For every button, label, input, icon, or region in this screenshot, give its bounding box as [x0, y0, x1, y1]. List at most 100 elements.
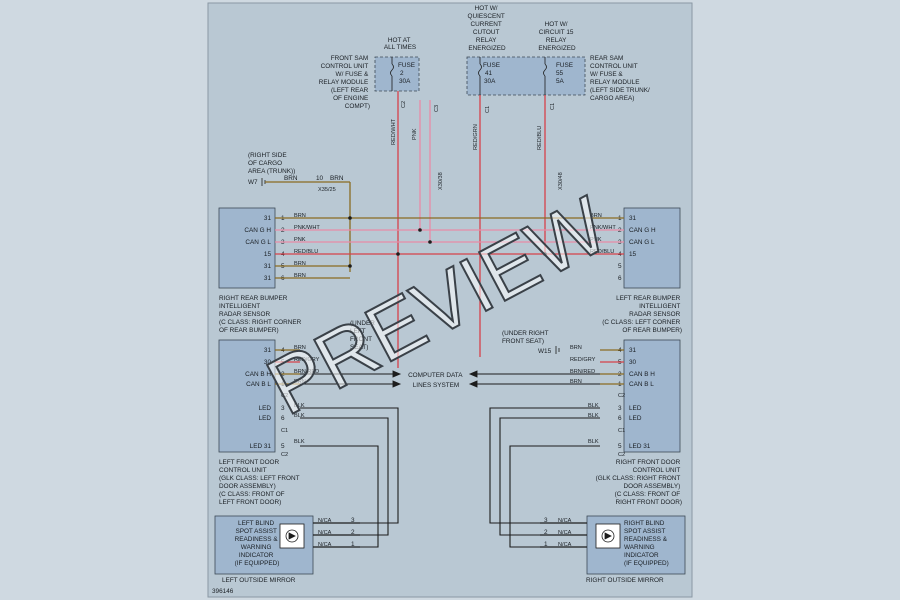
hot-at-all-times-label: HOT AT ALL TIMES — [384, 37, 416, 51]
ground-w15-name: W15 — [538, 348, 552, 355]
ld-pins-led31-wire-label: BLK — [294, 439, 305, 445]
rr-pin-wire-label: BRN — [294, 261, 306, 267]
right-mirror-caption: RIGHT OUTSIDE MIRROR — [586, 577, 664, 584]
ld-pins-name: 30 — [264, 359, 272, 366]
lm-pins-number: 3 — [351, 517, 355, 524]
rr-pin-wire-label: BRN — [294, 213, 306, 219]
ld-pins-wire-label: RED/GRY — [294, 357, 320, 363]
ground-w7-wire2: BRN — [330, 175, 344, 182]
rd-pins-led-number: 3 — [618, 405, 622, 412]
wire-label-red-grn: RED/GRN — [473, 124, 479, 150]
ld-pins-wire-label: BRN/RED — [294, 369, 319, 375]
lm-pins-wire-label: N/CA — [318, 530, 332, 536]
rr-pin-name: CAN G H — [244, 227, 271, 234]
rear-sam-label: REAR SAM CONTROL UNIT W/ FUSE & RELAY MO… — [590, 55, 652, 102]
rm-pins-number: 1 — [544, 541, 548, 548]
lr-pin-name: 31 — [629, 215, 637, 222]
ld-pins-led-number: 6 — [281, 415, 285, 422]
left-mirror-caption: LEFT OUTSIDE MIRROR — [222, 577, 296, 584]
ld-pins-led-name: LED — [259, 415, 272, 422]
lm-pins-wire-label: N/CA — [318, 542, 332, 548]
ld-pins-wire-label: BRN — [294, 345, 306, 351]
wire-label-red-wht: RED/WHT — [391, 118, 397, 145]
rd-pins-led31-name: LED 31 — [629, 443, 651, 450]
rear-sam-fuse41-label: FUSE 41 30A — [483, 62, 502, 85]
left-led-wires — [300, 407, 399, 548]
front-sam-label: FRONT SAM CONTROL UNIT W/ FUSE & RELAY M… — [319, 55, 370, 110]
rr-pin-wire-label: BRN — [294, 273, 306, 279]
ld-pins-led-name: LED — [259, 405, 272, 412]
front-sam-fuse-icon — [390, 57, 394, 91]
hot-circuit15-label: HOT W/ CIRCUIT 15 RELAY ENERGIZED — [538, 21, 576, 52]
rd-pins-led-number: 6 — [618, 415, 622, 422]
ld-pins-c2: C2 — [281, 393, 288, 399]
rd-pins-led31-wire-label: BLK — [588, 439, 599, 445]
rm-pins-wire-label: N/CA — [558, 518, 572, 524]
lr-pin-name: 15 — [629, 251, 637, 258]
rd-pins-c2b: C2 — [618, 452, 625, 458]
rm-pins-number: 3 — [544, 517, 548, 524]
right-door-box — [623, 339, 681, 453]
diagram-paper — [207, 2, 693, 598]
rr-pin-name: 31 — [264, 275, 272, 282]
rr-pin-name: 31 — [264, 263, 272, 270]
left-mirror-led-icon — [279, 523, 305, 549]
rd-pins-led31-number: 5 — [618, 443, 622, 450]
lr-pin-number: 5 — [618, 263, 622, 270]
data-lines-label: COMPUTER DATA LINES SYSTEM — [408, 372, 464, 389]
right-door-label: RIGHT FRONT DOOR CONTROL UNIT (GLK CLASS… — [596, 459, 682, 506]
hot-quiescent-label: HOT W/ QUIESCENT CURRENT CUTOUT RELAY EN… — [468, 5, 507, 52]
ground-w15-symbol-icon — [555, 346, 560, 354]
lm-pins-wire-label: N/CA — [318, 518, 332, 524]
left-rear-sensor-box — [623, 207, 681, 289]
rr-pin-name: CAN G L — [245, 239, 271, 246]
lr-pin-wire-label: PNK/WHT — [590, 225, 616, 231]
rd-pins-name: 31 — [629, 347, 637, 354]
right-rear-sensor-box — [218, 207, 276, 289]
lm-pins-number: 1 — [351, 541, 355, 548]
right-rear-sensor-label: RIGHT REAR BUMPER INTELLIGENT RADAR SENS… — [219, 295, 303, 334]
front-sam-box — [374, 56, 420, 92]
left-door-box — [218, 339, 276, 453]
rd-pins-led-wire-label: BLK — [588, 403, 599, 409]
rd-pins-wire-label: BRN/RED — [570, 369, 595, 375]
ld-pins-name: 31 — [264, 347, 272, 354]
rear-sam-c1-a: C1 — [485, 106, 491, 113]
rm-pins-wire-label: N/CA — [558, 530, 572, 536]
ground-w7-wire-label: BRN — [284, 175, 298, 182]
splice-dots — [348, 216, 547, 268]
lr-pin-name: CAN G L — [629, 239, 655, 246]
ld-pins-led31-number: 5 — [281, 443, 285, 450]
rr-pin-wire-label: PNK — [294, 237, 306, 243]
rd-pins-wire-label: BRN — [570, 345, 582, 351]
rd-pins-led-wire-label: BLK — [588, 413, 599, 419]
ground-w7-pin: 10 — [316, 175, 324, 182]
ld-pins-led-wire-label: BLK — [294, 403, 305, 409]
ground-w7-connector: X35/25 — [318, 187, 336, 193]
right-mirror-label: RIGHT BLIND SPOT ASSIST READINESS & WARN… — [624, 520, 669, 567]
lr-pin-wire-label: RED/BLU — [590, 249, 614, 255]
ld-pins-led31-name: LED 31 — [250, 443, 272, 450]
rd-pins-c2: C2 — [618, 393, 625, 399]
left-door-label: LEFT FRONT DOOR CONTROL UNIT (GLK CLASS:… — [219, 459, 301, 506]
rear-sam-box — [466, 56, 586, 96]
rd-pins-name: CAN B H — [629, 371, 655, 378]
ld-pins-name: CAN B H — [245, 371, 271, 378]
diagram-id: 396146 — [212, 588, 234, 595]
rr-pin-wire-label: RED/BLU — [294, 249, 318, 255]
rd-pins-name: 30 — [629, 359, 637, 366]
rd-pins-c1: C1 — [618, 428, 625, 434]
left-rear-sensor-label: LEFT REAR BUMPER INTELLIGENT RADAR SENSO… — [602, 295, 682, 334]
ground-w15-location: (UNDER RIGHT FRONT SEAT) — [502, 330, 550, 345]
ground-left-location: (UNDER LEFT FRONT SEAT) — [350, 320, 377, 351]
rear-sam-c1-b: C1 — [550, 103, 556, 110]
rd-pins-name: CAN B L — [629, 381, 654, 388]
rd-pins-wire-label: RED/GRY — [570, 357, 596, 363]
